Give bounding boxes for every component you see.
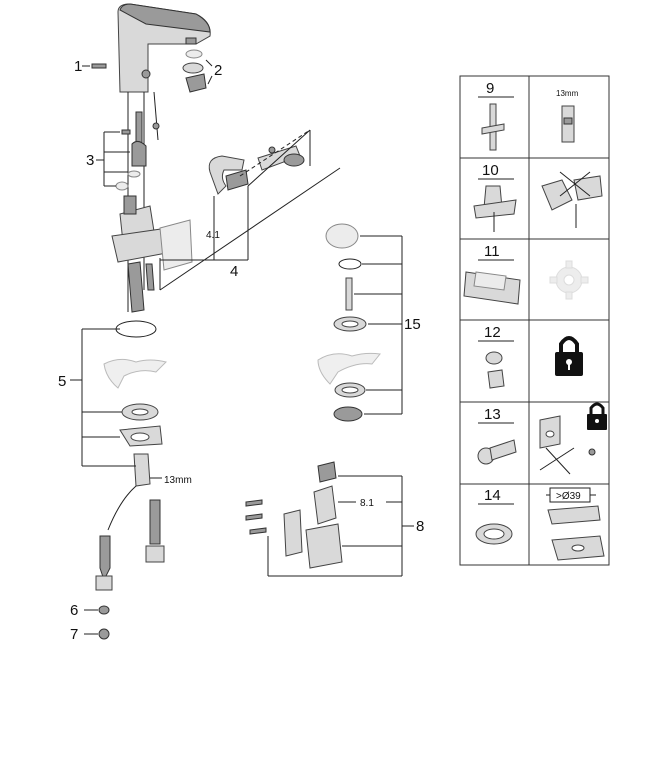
hole-diameter-label: >Ø39 bbox=[556, 491, 581, 502]
accessory-row-10: 10 bbox=[473, 162, 603, 232]
connection-hose-part-4 bbox=[159, 129, 311, 290]
wrench-size-label: 13mm bbox=[164, 475, 192, 486]
seal-and-washer-set-part-5 bbox=[70, 320, 167, 487]
callout-8-1: 8.1 bbox=[360, 498, 374, 509]
cable-clamp-part-3 bbox=[96, 129, 147, 191]
accessory-number-11: 11 bbox=[484, 243, 500, 260]
accessory-wrench-size-9: 13mm bbox=[556, 89, 579, 98]
callout-3: 3 bbox=[86, 152, 94, 169]
accessory-number-10: 10 bbox=[482, 162, 499, 179]
accessory-table bbox=[459, 75, 610, 566]
padlock-icon bbox=[587, 402, 607, 430]
accessory-number-9: 9 bbox=[486, 80, 494, 97]
callout-7: 7 bbox=[70, 626, 78, 643]
accessory-row-14: 14 >Ø39 bbox=[475, 487, 605, 561]
accessory-number-13: 13 bbox=[484, 406, 501, 423]
pop-up-waste-part-15 bbox=[317, 223, 403, 422]
callout-1: 1 bbox=[74, 58, 82, 75]
callout-15: 15 bbox=[404, 316, 421, 333]
callout-2: 2 bbox=[214, 62, 222, 79]
accessory-row-11: 11 bbox=[463, 243, 589, 305]
accessory-row-12: 12 bbox=[478, 324, 583, 389]
gear-icon bbox=[549, 260, 589, 300]
accessory-row-9: 9 13mm bbox=[478, 80, 579, 151]
aerator-part-2 bbox=[182, 49, 213, 93]
control-box-part-8 bbox=[245, 461, 414, 577]
accessory-row-13: 13 bbox=[477, 402, 607, 475]
accessory-number-14: 14 bbox=[484, 487, 501, 504]
accessory-number-12: 12 bbox=[484, 324, 501, 341]
callout-4: 4 bbox=[230, 263, 238, 280]
set-screw-part-1 bbox=[82, 63, 107, 69]
mounting-assembly bbox=[111, 167, 341, 313]
faucet-body bbox=[117, 3, 211, 93]
callout-8: 8 bbox=[416, 518, 424, 535]
callout-5: 5 bbox=[58, 373, 66, 390]
callout-6: 6 bbox=[70, 602, 78, 619]
threaded-studs bbox=[84, 485, 165, 640]
padlock-icon bbox=[555, 336, 583, 376]
callout-4-1: 4.1 bbox=[206, 230, 220, 241]
